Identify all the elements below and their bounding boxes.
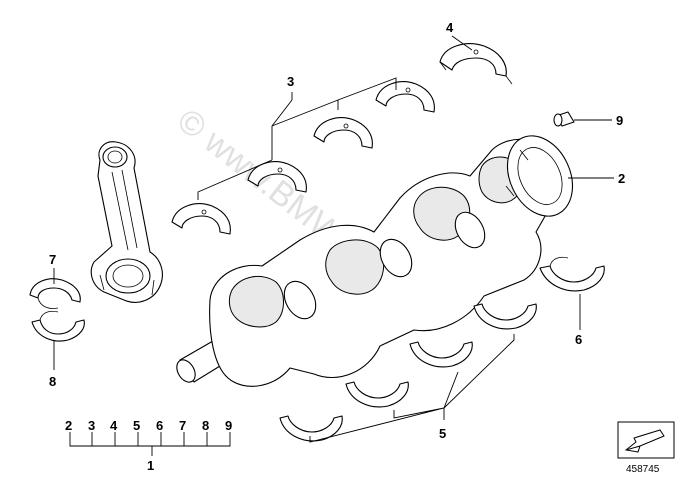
callout-8: 8 — [49, 374, 56, 389]
thrust-bearing-shell-lower[interactable] — [539, 256, 605, 292]
diagram-id-badge: 458745 — [617, 421, 675, 475]
connecting-rod[interactable] — [90, 141, 163, 303]
dowel-sleeve[interactable] — [553, 111, 575, 127]
kit-number-7: 7 — [179, 418, 186, 433]
rod-bearing-shell-lower[interactable] — [31, 310, 85, 342]
callout-5: 5 — [439, 426, 446, 441]
crankshaft[interactable] — [173, 125, 585, 387]
callout-9: 9 — [616, 113, 623, 128]
kit-number-5: 5 — [133, 418, 140, 433]
kit-number-4: 4 — [110, 418, 118, 433]
kit-number-9: 9 — [225, 418, 232, 433]
callout-3: 3 — [287, 74, 294, 89]
thrust-bearing-shell-upper[interactable] — [439, 43, 513, 85]
kit-number-3: 3 — [88, 418, 95, 433]
leader-lines — [53, 35, 614, 456]
main-bearing-shell-lower-4[interactable] — [473, 303, 537, 330]
kit-number-6: 6 — [156, 418, 163, 433]
main-bearing-shell-upper-2[interactable] — [247, 161, 307, 193]
callout-7: 7 — [49, 252, 56, 267]
rod-bearing-shell-upper[interactable] — [29, 278, 81, 309]
main-bearing-shell-lower-1[interactable] — [279, 415, 343, 442]
kit-number-8: 8 — [202, 418, 209, 433]
direction-arrow-icon — [624, 429, 665, 453]
main-bearing-shell-lower-2[interactable] — [345, 381, 409, 408]
callout-4: 4 — [446, 20, 454, 35]
callout-2: 2 — [618, 171, 625, 186]
main-bearing-shell-lower-3[interactable] — [409, 341, 473, 368]
callout-1: 1 — [147, 458, 154, 473]
kit-number-2: 2 — [65, 418, 72, 433]
main-bearing-shell-upper-3[interactable] — [313, 117, 373, 149]
callout-6: 6 — [575, 332, 582, 347]
diagram-id: 458745 — [626, 464, 660, 475]
main-bearing-shell-upper-1[interactable] — [171, 203, 231, 235]
main-bearing-shell-upper-4[interactable] — [375, 81, 435, 113]
